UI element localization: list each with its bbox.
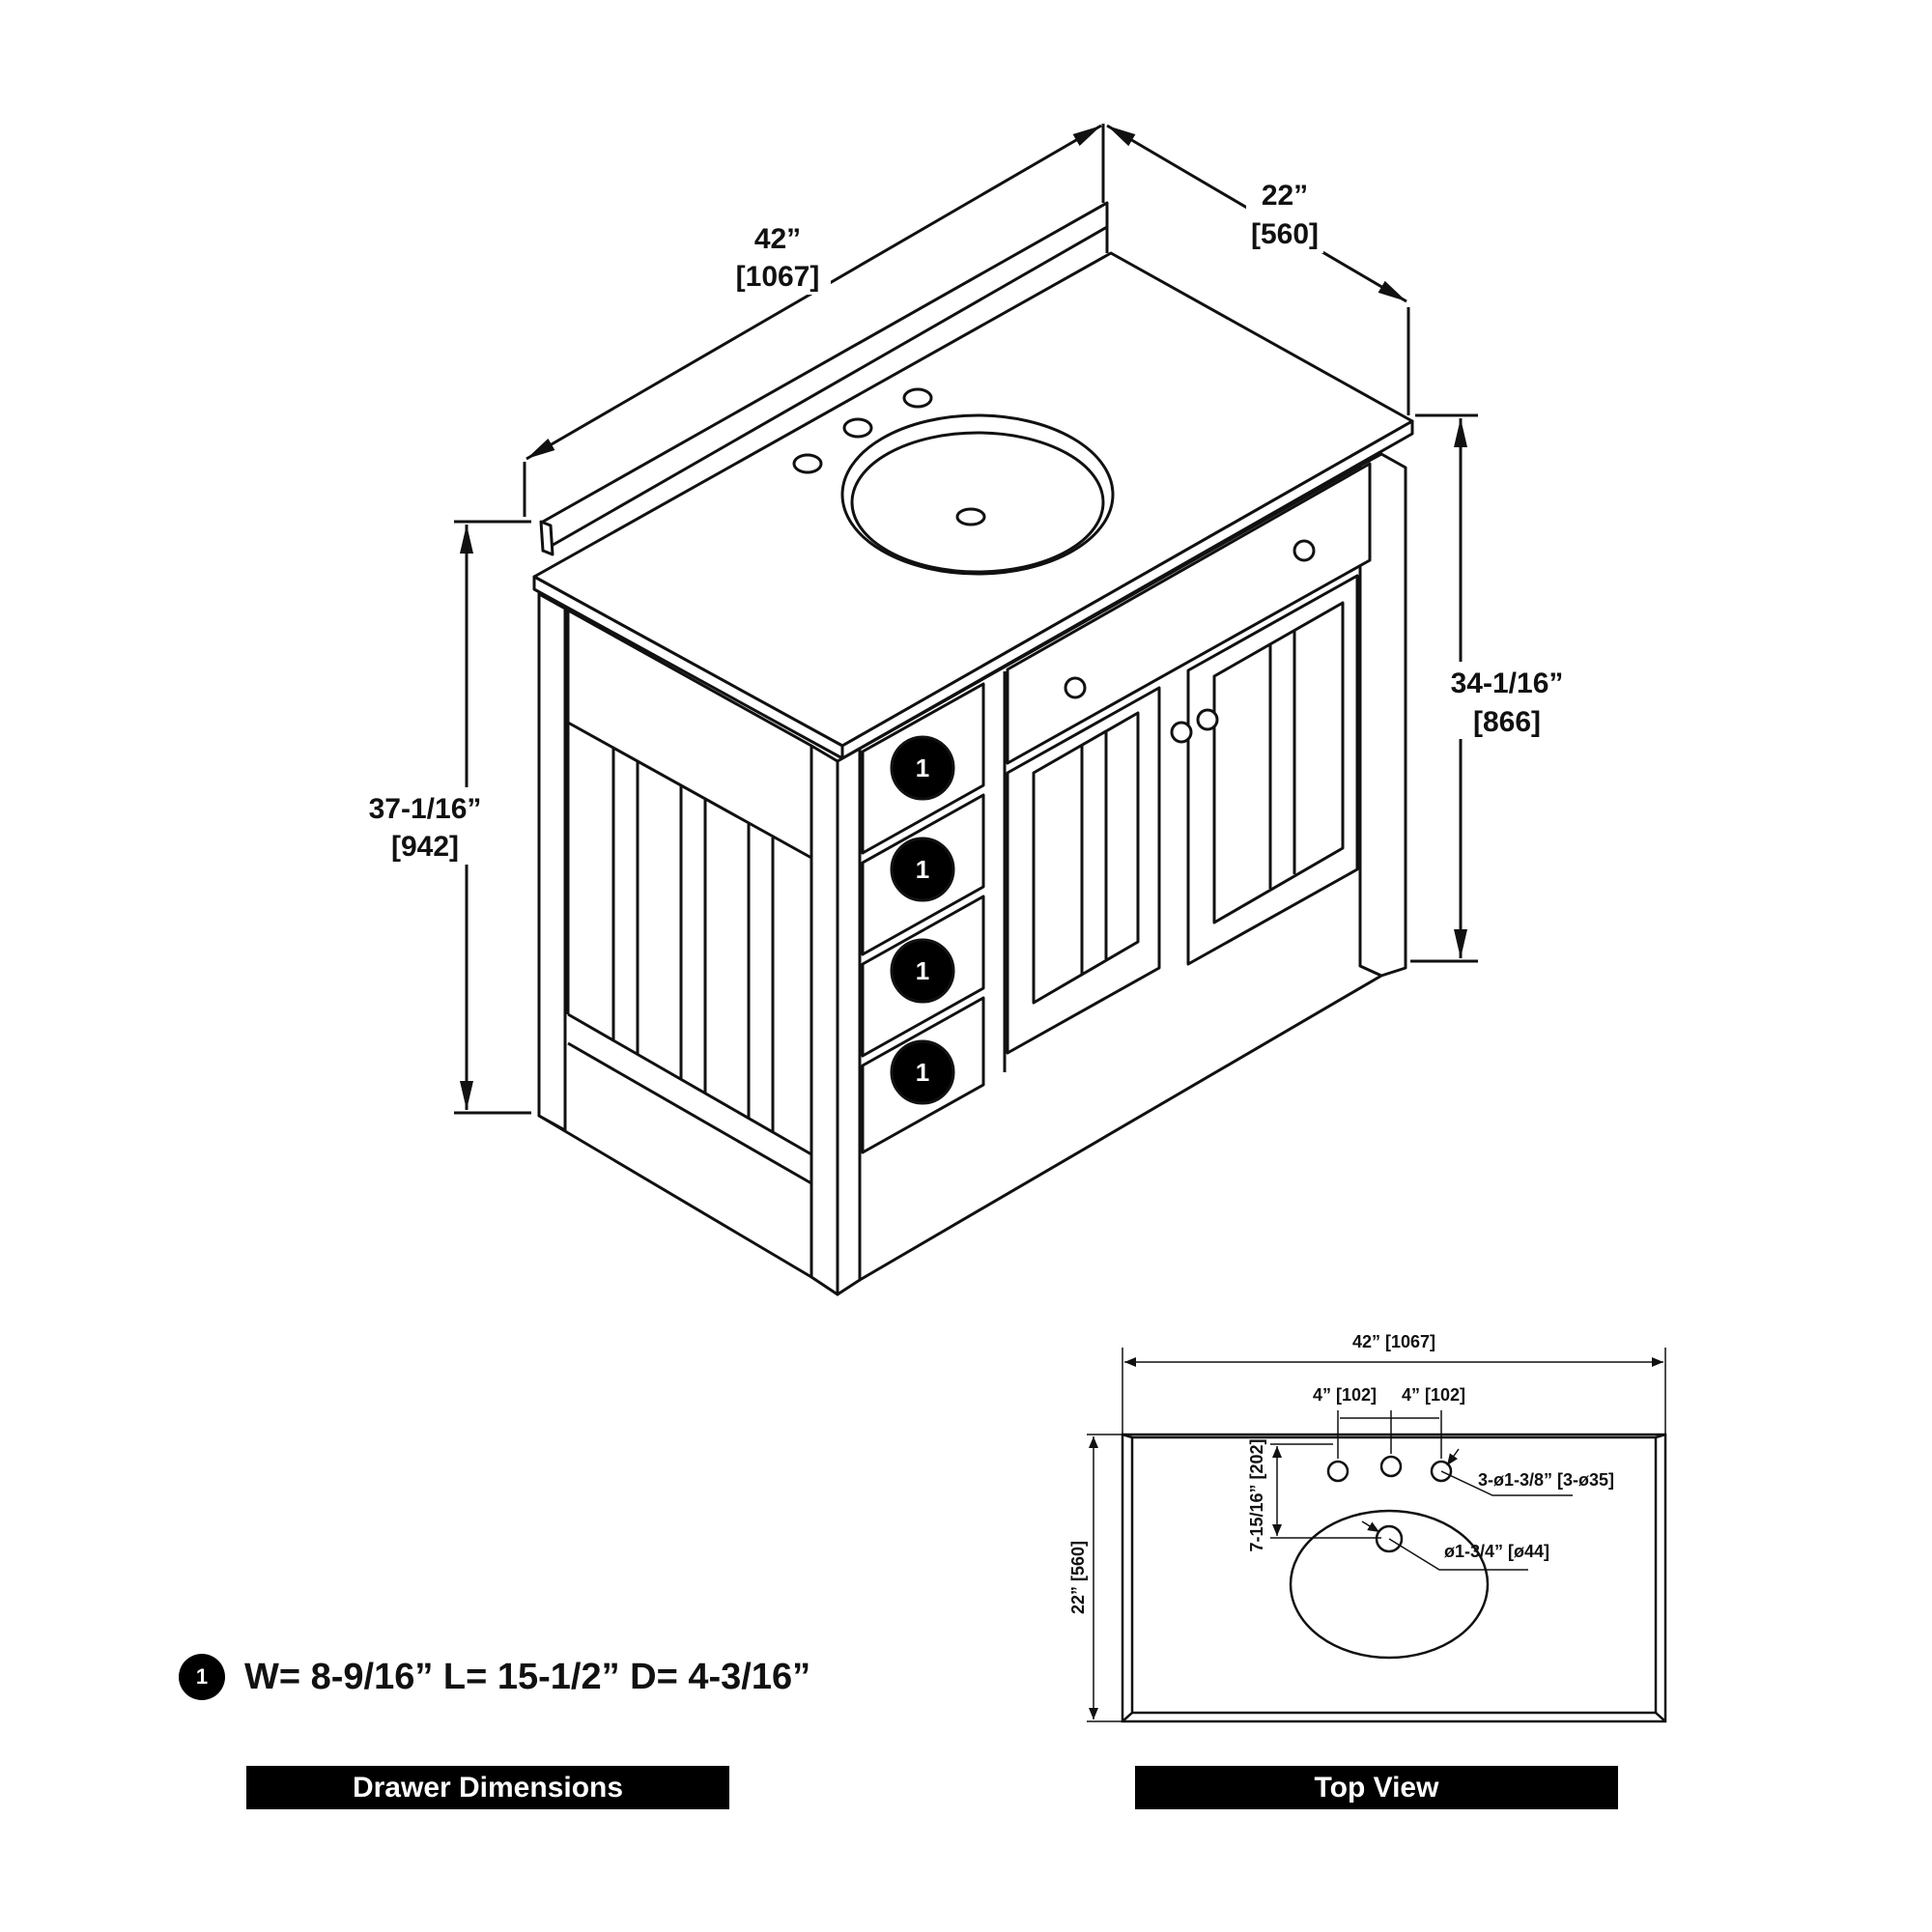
top-faucet-holes-label: 3-ø1-3/8” [3-ø35] — [1478, 1470, 1614, 1490]
side-bottom-rail — [567, 1012, 812, 1156]
drawer-dimensions-banner: Drawer Dimensions — [246, 1766, 729, 1809]
leg-front-left — [810, 744, 839, 1296]
door-left-panel — [1032, 711, 1140, 1005]
drawer-badge-labels: 1 1 1 1 — [916, 753, 929, 1087]
knob-door-left — [1170, 721, 1193, 744]
knob-door-right — [1196, 708, 1219, 731]
dim-cabinet-height-label: 34-1/16” — [1451, 668, 1564, 699]
dim-width-label: 42” — [754, 223, 801, 255]
dim-cabinet-height-metric: [866] — [1473, 706, 1541, 738]
drawer-badge-label: 1 — [916, 753, 929, 782]
top-depth-label: 22” [560] — [1068, 1541, 1088, 1614]
drawer-badge-4 — [890, 1039, 955, 1105]
drain-hole — [1375, 1524, 1404, 1553]
legend-badge: 1 — [179, 1654, 225, 1700]
dim-depth-metric: [560] — [1251, 218, 1319, 250]
drawer-badge-label: 1 — [916, 855, 929, 884]
drain-hole — [955, 507, 986, 526]
leg-back-left — [537, 592, 567, 1132]
top-hole-spacing-left: 4” [102] — [1313, 1385, 1377, 1405]
leg-front-right — [1358, 452, 1407, 978]
countertop-edge-right — [840, 419, 1414, 760]
top-drain-label: ø1-3/4” [ø44] — [1444, 1542, 1549, 1561]
top-hole-spacing-right: 4” [102] — [1402, 1385, 1465, 1405]
top-width-label: 42” [1067] — [1352, 1332, 1435, 1351]
knob-top-left — [1064, 676, 1087, 699]
drawer-badge-label: 1 — [916, 1058, 929, 1087]
drawer-dimension-legend: 1 W= 8-9/16” L= 15-1/2” D= 4-3/16” — [179, 1654, 810, 1700]
leader-faucet-holes — [1440, 1470, 1573, 1496]
door-right-panel — [1212, 601, 1345, 924]
faucet-hole-right — [1430, 1460, 1453, 1483]
iso-dimension-labels: 42” [1067] 22” [560] 37-1/16” [942] 34-1… — [357, 176, 1575, 865]
faucet-hole-right — [902, 387, 933, 409]
vanity-isometric — [532, 201, 1414, 1296]
dim-overall-height-label: 37-1/16” — [369, 793, 482, 825]
dim-width-metric: [1067] — [736, 261, 820, 293]
faucet-hole-center — [1379, 1455, 1403, 1478]
drawer-badge-3 — [890, 938, 955, 1004]
top-view-banner: Top View — [1135, 1766, 1618, 1809]
backsplash-top — [539, 520, 554, 556]
top-sink-offset-label: 7-15/16” [202] — [1247, 1438, 1266, 1551]
drawer-badge-1 — [890, 735, 955, 801]
dim-depth-label: 22” — [1262, 180, 1308, 212]
side-apron-rail — [567, 721, 812, 860]
countertop-outline — [1121, 1433, 1667, 1723]
faucet-hole-left — [792, 453, 823, 474]
top-view-labels: 42” [1067] 4” [102] 4” [102] 3-ø1-3/8” [… — [1068, 1332, 1614, 1614]
faucet-hole-left — [1326, 1460, 1350, 1483]
sink-basin-inner — [850, 431, 1105, 574]
drawer-badge-label: 1 — [916, 956, 929, 985]
dim-overall-height-metric: [942] — [391, 831, 459, 863]
drawer-dimension-text: W= 8-9/16” L= 15-1/2” D= 4-3/16” — [244, 1656, 811, 1697]
faucet-hole-center — [842, 417, 873, 439]
top-drawer — [1006, 462, 1372, 765]
drawer-badge-2 — [890, 837, 955, 902]
countertop-inner — [1130, 1435, 1658, 1715]
leader-drain — [1388, 1538, 1528, 1571]
top-view-drawing — [1087, 1348, 1667, 1723]
knob-top-right — [1293, 539, 1316, 562]
sink-oval — [1289, 1509, 1490, 1660]
